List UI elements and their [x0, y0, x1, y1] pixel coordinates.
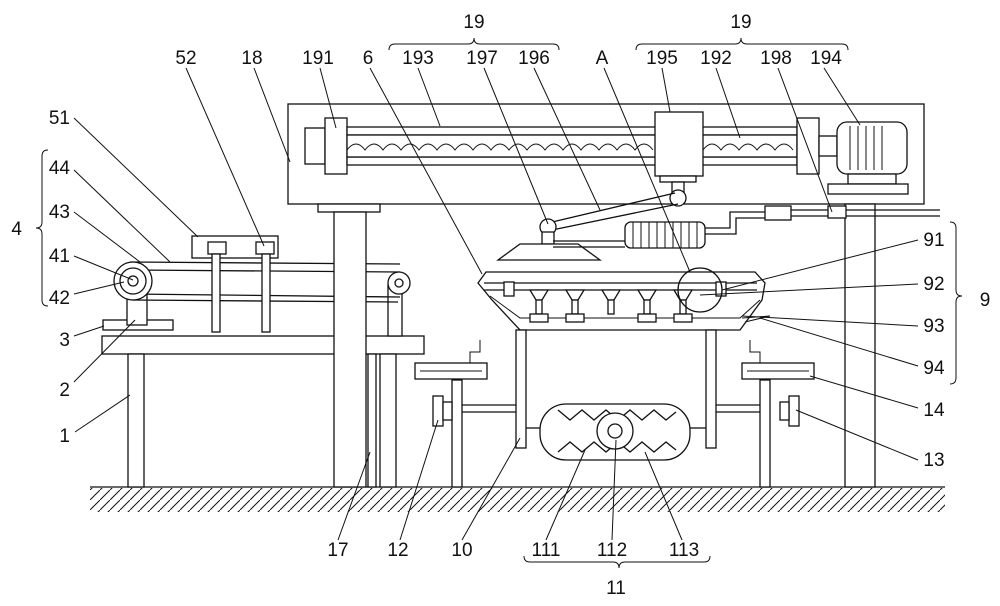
bracket-marks	[35, 37, 963, 569]
label-41: 41	[49, 246, 70, 267]
tray-supports	[515, 329, 717, 449]
label-11: 11	[606, 578, 626, 599]
bellows-hose	[553, 205, 940, 249]
label-112: 112	[597, 540, 627, 561]
label-195: 195	[646, 48, 678, 69]
label-94: 94	[923, 358, 945, 379]
motor	[827, 121, 909, 195]
label-13: 13	[923, 450, 944, 471]
label-3: 3	[59, 330, 70, 351]
label-1: 1	[59, 426, 70, 447]
ground	[90, 486, 945, 512]
press-unit	[191, 235, 279, 333]
gear-rack	[526, 403, 706, 461]
label-19-right: 19	[730, 12, 751, 33]
side-rails	[414, 340, 815, 488]
label-17: 17	[327, 540, 348, 561]
label-52: 52	[175, 48, 196, 69]
label-9: 9	[980, 290, 991, 311]
label-4: 4	[11, 219, 22, 240]
label-192: 192	[700, 48, 732, 69]
part-labels: 1 2 3 42 41 43 44 51 4 52 18 191 6 193 1…	[11, 12, 990, 599]
label-91: 91	[923, 230, 944, 251]
label-42: 42	[49, 288, 70, 309]
label-51: 51	[49, 108, 70, 129]
label-197: 197	[466, 48, 498, 69]
label-196: 196	[518, 48, 550, 69]
label-43: 43	[49, 202, 70, 223]
label-113: 113	[669, 540, 699, 561]
label-10: 10	[451, 540, 472, 561]
label-191: 191	[302, 48, 334, 69]
label-2: 2	[59, 380, 70, 401]
label-6: 6	[363, 48, 374, 69]
label-12: 12	[387, 540, 408, 561]
label-193: 193	[402, 48, 434, 69]
label-19-left: 19	[463, 12, 484, 33]
leader-lines	[73, 67, 919, 541]
label-18: 18	[241, 48, 262, 69]
label-194: 194	[810, 48, 842, 69]
label-14: 14	[923, 400, 945, 421]
label-A: A	[596, 48, 609, 69]
link-arm	[496, 181, 687, 261]
label-198: 198	[760, 48, 792, 69]
table	[101, 335, 425, 488]
work-tray	[477, 267, 771, 331]
label-44: 44	[49, 158, 71, 179]
label-92: 92	[923, 274, 944, 295]
label-111: 111	[532, 540, 561, 561]
label-93: 93	[923, 316, 944, 337]
